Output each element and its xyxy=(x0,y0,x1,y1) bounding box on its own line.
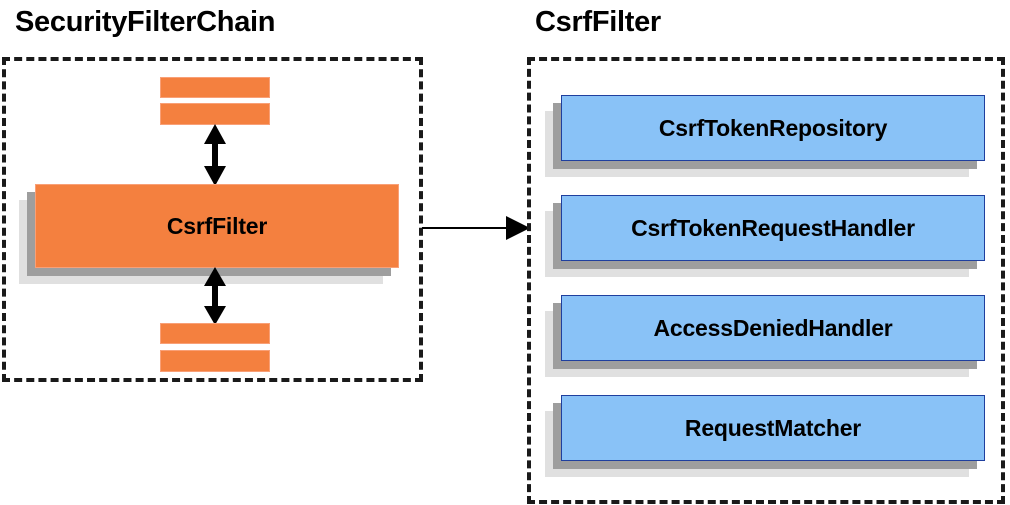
node-face: CsrfTokenRepository xyxy=(561,95,985,161)
arrow-up-double-headed xyxy=(204,124,226,186)
filter-stripe-top-2 xyxy=(160,103,270,125)
panel-security-filter-chain xyxy=(2,57,423,382)
node-face: CsrfFilter xyxy=(35,184,399,268)
panel-title-security-filter-chain: SecurityFilterChain xyxy=(15,6,276,38)
node-label: CsrfTokenRepository xyxy=(658,114,888,141)
node-access-denied-handler[interactable]: AccessDeniedHandler xyxy=(545,295,985,377)
node-face: RequestMatcher xyxy=(561,395,985,461)
connector-arrow-to-csrf-filter xyxy=(422,216,530,240)
panel-title-csrf-filter: CsrfFilter xyxy=(535,6,661,38)
node-csrf-token-request-handler[interactable]: CsrfTokenRequestHandler xyxy=(545,195,985,277)
node-request-matcher[interactable]: RequestMatcher xyxy=(545,395,985,477)
node-label: CsrfFilter xyxy=(166,212,268,239)
node-csrf-token-repository[interactable]: CsrfTokenRepository xyxy=(545,95,985,177)
arrow-down-double-headed xyxy=(204,267,226,325)
node-label: RequestMatcher xyxy=(684,414,862,441)
node-face: CsrfTokenRequestHandler xyxy=(561,195,985,261)
filter-stripe-bottom-2 xyxy=(160,350,270,372)
node-csrf-filter[interactable]: CsrfFilter xyxy=(19,184,399,284)
node-face: AccessDeniedHandler xyxy=(561,295,985,361)
panel-csrf-filter xyxy=(527,57,1005,504)
node-label: AccessDeniedHandler xyxy=(653,314,893,341)
filter-stripe-top-1 xyxy=(160,77,270,98)
filter-stripe-bottom-1 xyxy=(160,323,270,344)
node-label: CsrfTokenRequestHandler xyxy=(631,214,915,241)
